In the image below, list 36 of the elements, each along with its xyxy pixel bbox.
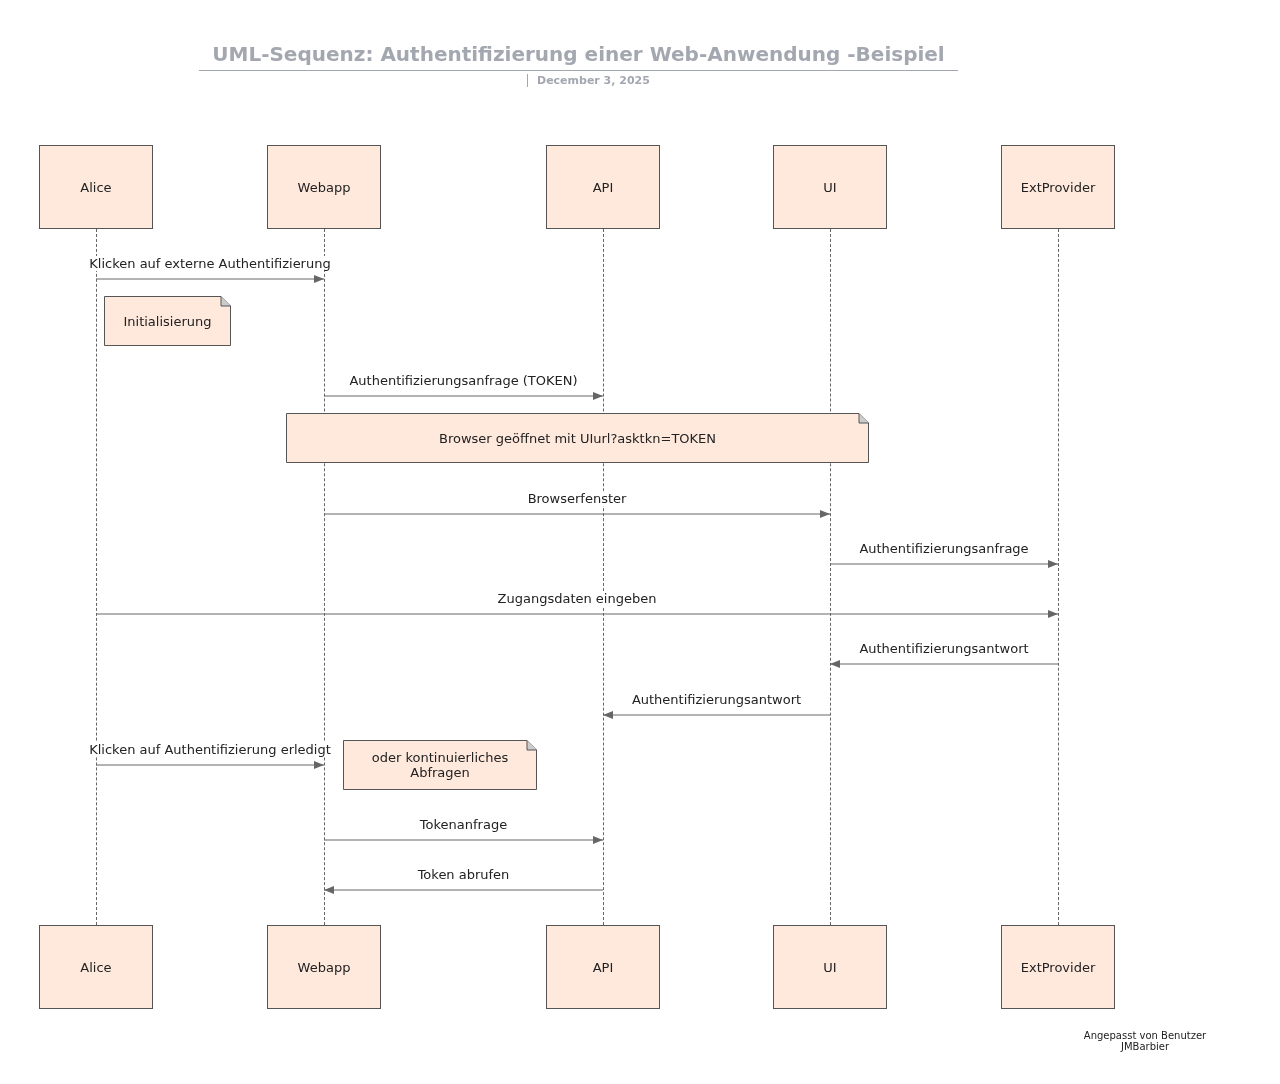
message-label: Authentifizierungsantwort xyxy=(857,641,1031,656)
message-arrow xyxy=(602,711,831,719)
message-label: Authentifizierungsanfrage xyxy=(857,541,1031,556)
message-label: Tokenanfrage xyxy=(417,817,510,832)
message-arrow xyxy=(323,392,604,400)
note: Initialisierung xyxy=(104,296,231,346)
message-arrow xyxy=(829,560,1059,568)
message-arrow xyxy=(323,510,831,518)
participant-box: ExtProvider xyxy=(1001,145,1115,229)
message-arrow xyxy=(95,610,1059,618)
message-label: Token abrufen xyxy=(415,867,512,882)
message-arrow xyxy=(829,660,1059,668)
participant-box: Alice xyxy=(39,145,153,229)
message-arrow xyxy=(95,275,325,283)
message-arrow xyxy=(95,761,325,769)
message-label: Klicken auf externe Authentifizierung xyxy=(87,256,333,271)
participant-box: Webapp xyxy=(267,925,381,1009)
credit-note: Angepasst von Benutzer JMBarbier xyxy=(1082,1030,1208,1052)
date-text: December 3, 2025 xyxy=(527,74,650,87)
participant-box: UI xyxy=(773,925,887,1009)
note: oder kontinuierliches Abfragen xyxy=(343,740,537,790)
message-arrow xyxy=(323,886,604,894)
participant-box: Alice xyxy=(39,925,153,1009)
participant-box: API xyxy=(546,925,660,1009)
note: Browser geöffnet mit UIurl?asktkn=TOKEN xyxy=(286,413,869,463)
participant-box: Webapp xyxy=(267,145,381,229)
message-label: Authentifizierungsanfrage (TOKEN) xyxy=(347,373,580,388)
participant-box: UI xyxy=(773,145,887,229)
lifeline xyxy=(1057,229,1060,925)
participant-box: ExtProvider xyxy=(1001,925,1115,1009)
message-label: Klicken auf Authentifizierung erledigt xyxy=(87,742,333,757)
diagram-title: UML-Sequenz: Authentifizierung einer Web-Anwendung -Beispiel xyxy=(199,42,958,71)
message-label: Authentifizierungsantwort xyxy=(629,692,804,707)
message-arrow xyxy=(323,836,604,844)
participant-box: API xyxy=(546,145,660,229)
message-label: Zugangsdaten eingeben xyxy=(495,591,659,606)
